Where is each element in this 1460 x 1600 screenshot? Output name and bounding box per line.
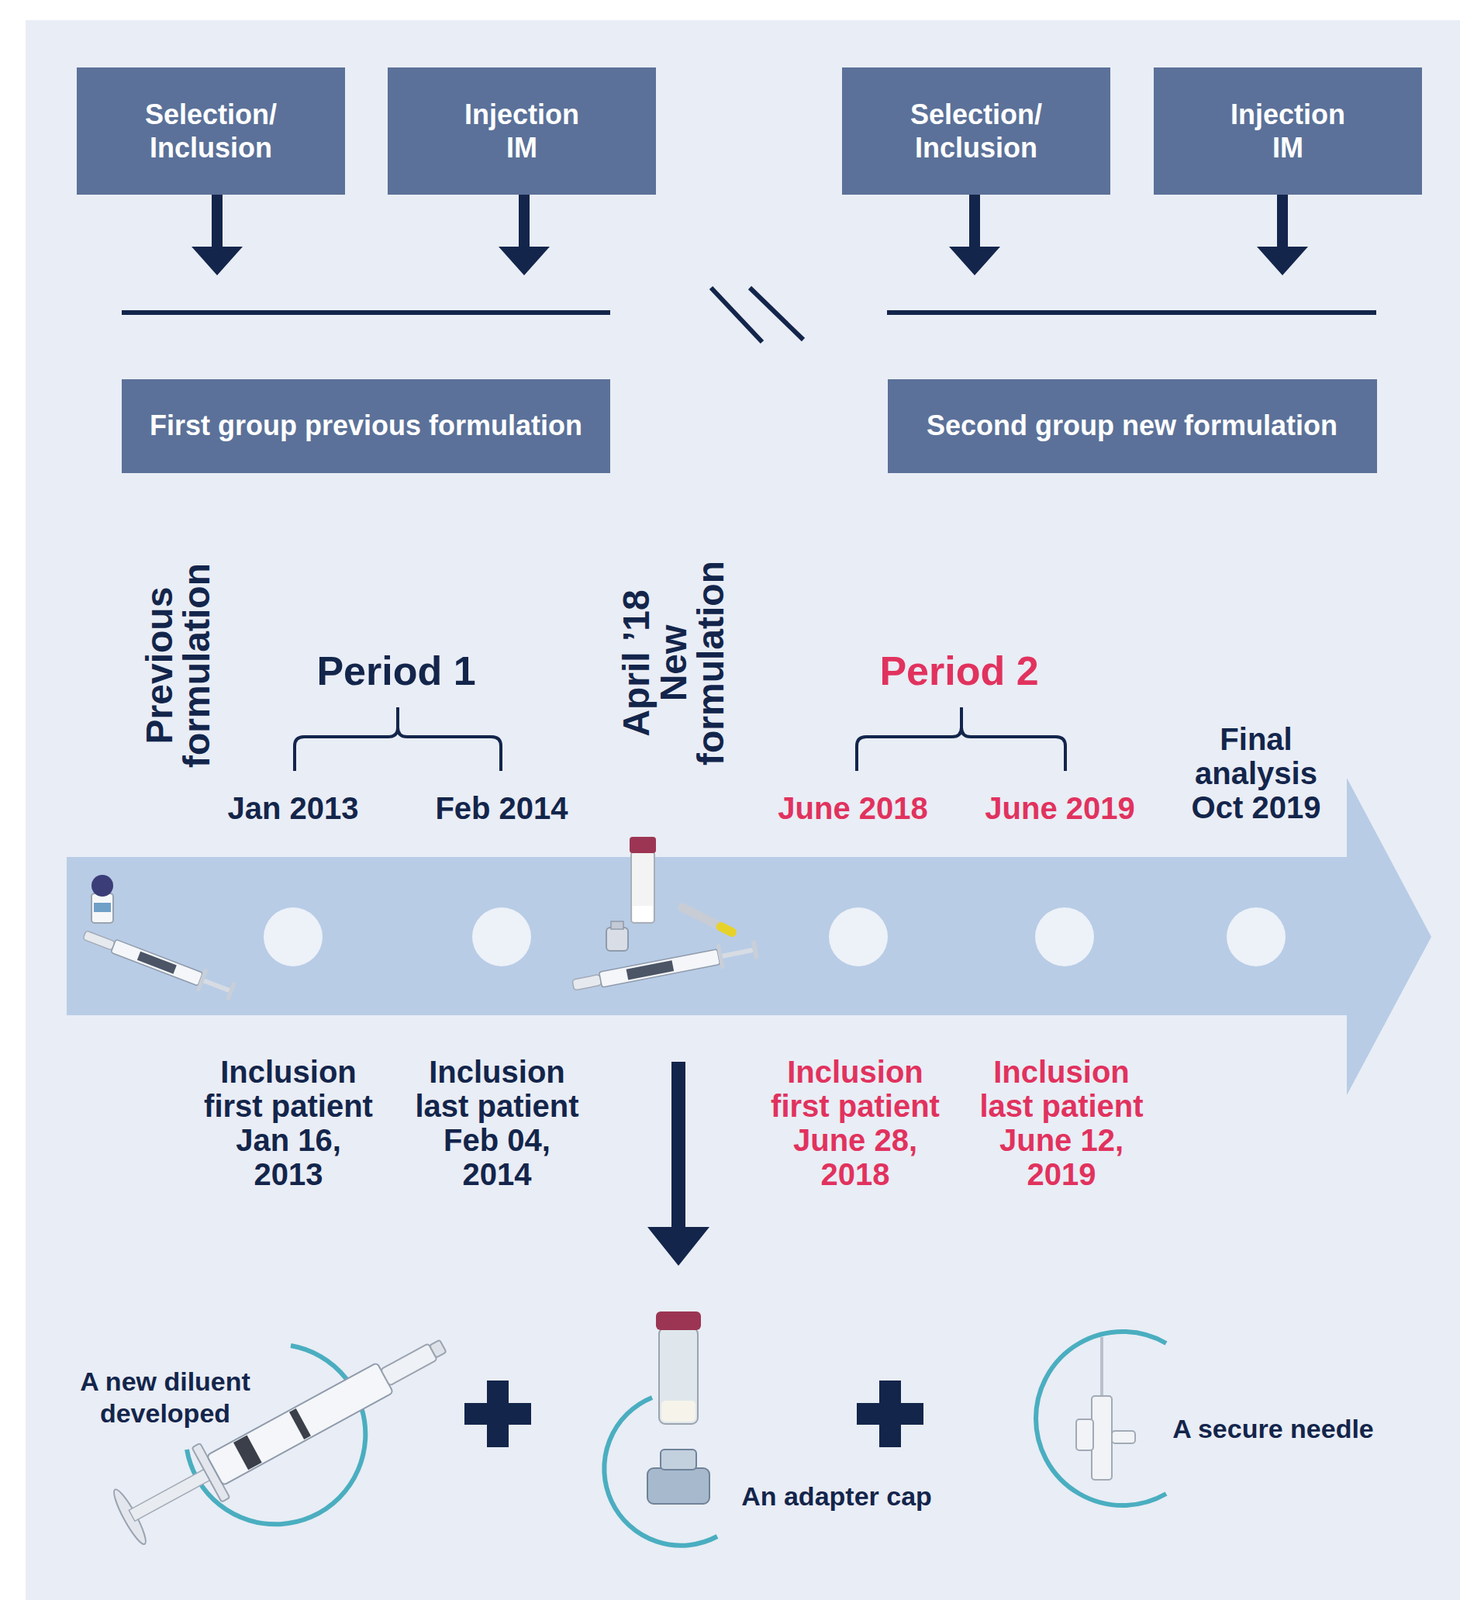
step-box: Injection IM <box>1153 67 1423 195</box>
vial-cap <box>91 874 114 897</box>
inclusion-label: Inclusion last patient Feb 04, 2014 <box>409 1054 586 1191</box>
period-label: Period 2 <box>879 648 1039 694</box>
needle-icon <box>682 907 722 927</box>
needle-cap <box>572 973 602 991</box>
plunger-rod <box>721 947 753 959</box>
plunger-thumb <box>109 1486 150 1547</box>
box-text: Injection IM <box>1221 97 1354 165</box>
group-box: Second group new formulation <box>887 379 1378 473</box>
box-text: Selection/ Inclusion <box>887 97 1066 165</box>
timeline-dot <box>1226 907 1286 967</box>
component-label: A new diluent developed <box>72 1365 259 1429</box>
highlight-ring <box>1035 1331 1167 1505</box>
syringe-stopper <box>289 1408 311 1440</box>
vial-cap <box>629 836 656 853</box>
vial-body <box>91 893 114 923</box>
vial-powder <box>632 905 653 922</box>
background-panel <box>25 20 1460 1600</box>
timeline-arrow <box>66 777 1432 1095</box>
period-bracket <box>294 707 501 771</box>
syringe-cap <box>429 1339 447 1358</box>
syringe-icon <box>80 923 238 1002</box>
box-text: First group previous formulation <box>149 408 583 442</box>
adapter-icon <box>606 927 629 951</box>
component-label: A secure needle <box>1172 1412 1374 1445</box>
box-text: Selection/ Inclusion <box>121 97 301 165</box>
vial-cap <box>655 1311 701 1330</box>
formulation-label: April ’18 New formulation <box>617 554 730 772</box>
timeline-dot <box>472 907 532 967</box>
break-mark <box>711 287 763 342</box>
needle-cap <box>82 930 116 951</box>
date-label: Jan 2013 <box>227 790 359 825</box>
adapter-cap <box>660 1449 697 1470</box>
plunger-thumb <box>751 939 760 960</box>
period-bracket <box>856 707 1066 771</box>
syringe-label <box>137 951 177 974</box>
timeline-dot <box>828 907 888 967</box>
vial-label <box>93 902 111 912</box>
syringe-barrel <box>599 949 721 988</box>
group-line <box>887 310 1377 315</box>
inclusion-label: Inclusion first patient June 28, 2018 <box>767 1054 944 1191</box>
period-label: Period 1 <box>316 648 476 694</box>
date-label: Feb 2014 <box>434 790 568 825</box>
timeline-dot <box>1035 907 1095 967</box>
needle-shaft <box>1100 1336 1104 1396</box>
timeline-dot <box>263 907 323 967</box>
step-box: Selection/ Inclusion <box>842 67 1111 195</box>
down-arrow <box>949 194 1001 276</box>
syringe-label <box>626 959 675 980</box>
plunger-rod <box>203 978 231 993</box>
needle-icon <box>721 926 732 932</box>
syringe-icon <box>570 936 760 998</box>
step-box: Selection/ Inclusion <box>76 67 346 195</box>
down-arrow <box>647 1061 710 1266</box>
down-arrow <box>1256 194 1309 276</box>
vial-body <box>659 1327 698 1424</box>
box-text: Injection IM <box>455 97 588 165</box>
needle-shield <box>1111 1430 1136 1443</box>
syringe-tip <box>380 1342 438 1386</box>
down-arrow <box>191 194 243 276</box>
needle-hub <box>1091 1395 1112 1480</box>
milestone-label: Final analysis Oct 2019 <box>1184 721 1329 825</box>
adapter-cap <box>647 1467 710 1504</box>
plunger-rod <box>128 1468 211 1522</box>
plus-sign <box>486 1380 509 1447</box>
group-box: First group previous formulation <box>121 379 611 473</box>
inclusion-label: Inclusion first patient Jan 16, 2013 <box>200 1054 377 1191</box>
down-arrow <box>498 194 550 276</box>
vial-body <box>631 851 655 923</box>
diluent-syringe <box>109 1318 458 1547</box>
component-label: An adapter cap <box>741 1480 932 1512</box>
formulation-label: Previous formulation <box>141 556 216 774</box>
box-text: Second group new formulation <box>926 408 1338 442</box>
date-label: June 2019 <box>984 790 1135 825</box>
adapter-icon <box>610 921 624 929</box>
date-label: June 2018 <box>777 790 928 825</box>
break-mark <box>749 287 804 340</box>
needle-shield <box>1076 1418 1094 1450</box>
step-box: Injection IM <box>387 67 656 195</box>
syringe-stopper <box>233 1435 263 1471</box>
plunger-thumb <box>225 981 236 1001</box>
group-line <box>121 310 611 315</box>
plus-sign <box>879 1380 901 1447</box>
syringe-barrel <box>110 938 203 986</box>
inclusion-label: Inclusion last patient June 12, 2019 <box>973 1054 1150 1191</box>
vial-powder <box>661 1400 696 1422</box>
